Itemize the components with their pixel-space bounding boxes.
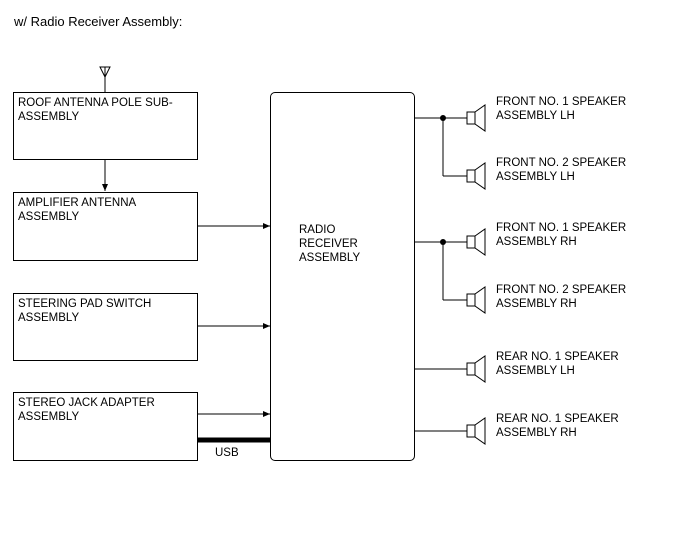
radio-receiver-box: RADIO RECEIVER ASSEMBLY [270,92,415,461]
junction-dot [440,239,446,245]
speaker-label: REAR NO. 1 SPEAKER ASSEMBLY LH [496,350,619,378]
speaker-label-line: ASSEMBLY RH [496,298,577,310]
radio-receiver-label-line: RECEIVER [299,238,358,250]
speaker-label-line: ASSEMBLY LH [496,110,575,122]
usb-label: USB [215,447,239,459]
steering-pad-label: ASSEMBLY [18,312,80,324]
speaker-label: FRONT NO. 1 SPEAKER ASSEMBLY RH [496,221,626,249]
antenna-icon [99,66,111,92]
speaker-icon [466,228,486,256]
amplifier-antenna-label: AMPLIFIER ANTENNA [18,197,137,209]
speaker-label-line: FRONT NO. 2 SPEAKER [496,284,627,296]
speaker-label-line: FRONT NO. 1 SPEAKER [496,222,627,234]
speaker-icon [466,104,486,132]
diagram-title: w/ Radio Receiver Assembly: [14,14,183,29]
speaker-label: FRONT NO. 1 SPEAKER ASSEMBLY LH [496,95,626,123]
stereo-jack-label: ASSEMBLY [18,411,80,423]
speaker-icon [466,286,486,314]
stereo-jack-label: STEREO JACK ADAPTER [18,397,155,409]
speaker-label-line: ASSEMBLY LH [496,365,575,377]
speaker-label-line: ASSEMBLY LH [496,171,575,183]
amplifier-antenna-label: ASSEMBLY [18,211,80,223]
roof-antenna-box: ROOF ANTENNA POLE SUB- ASSEMBLY [13,92,198,160]
radio-receiver-label: RADIO RECEIVER ASSEMBLY [299,223,360,265]
speaker-label: FRONT NO. 2 SPEAKER ASSEMBLY RH [496,283,626,311]
speaker-icon [466,162,486,190]
radio-receiver-label-line: RADIO [299,224,336,236]
speaker-label: FRONT NO. 2 SPEAKER ASSEMBLY LH [496,156,626,184]
roof-antenna-label: ASSEMBLY [18,111,80,123]
junction-dot [440,115,446,121]
steering-pad-label: STEERING PAD SWITCH [18,298,152,310]
speaker-label-line: FRONT NO. 1 SPEAKER [496,96,627,108]
steering-pad-switch-box: STEERING PAD SWITCH ASSEMBLY [13,293,198,361]
speaker-label-line: ASSEMBLY RH [496,427,577,439]
roof-antenna-label: ROOF ANTENNA POLE SUB- [18,97,173,109]
speaker-label-line: ASSEMBLY RH [496,236,577,248]
speaker-label: REAR NO. 1 SPEAKER ASSEMBLY RH [496,412,619,440]
speaker-icon [466,355,486,383]
stereo-jack-adapter-box: STEREO JACK ADAPTER ASSEMBLY [13,392,198,461]
radio-receiver-label-line: ASSEMBLY [299,252,361,264]
amplifier-antenna-box: AMPLIFIER ANTENNA ASSEMBLY [13,192,198,261]
speaker-label-line: REAR NO. 1 SPEAKER [496,413,619,425]
speaker-label-line: FRONT NO. 2 SPEAKER [496,157,627,169]
speaker-label-line: REAR NO. 1 SPEAKER [496,351,619,363]
speaker-icon [466,417,486,445]
speaker-output-lines [414,117,467,432]
